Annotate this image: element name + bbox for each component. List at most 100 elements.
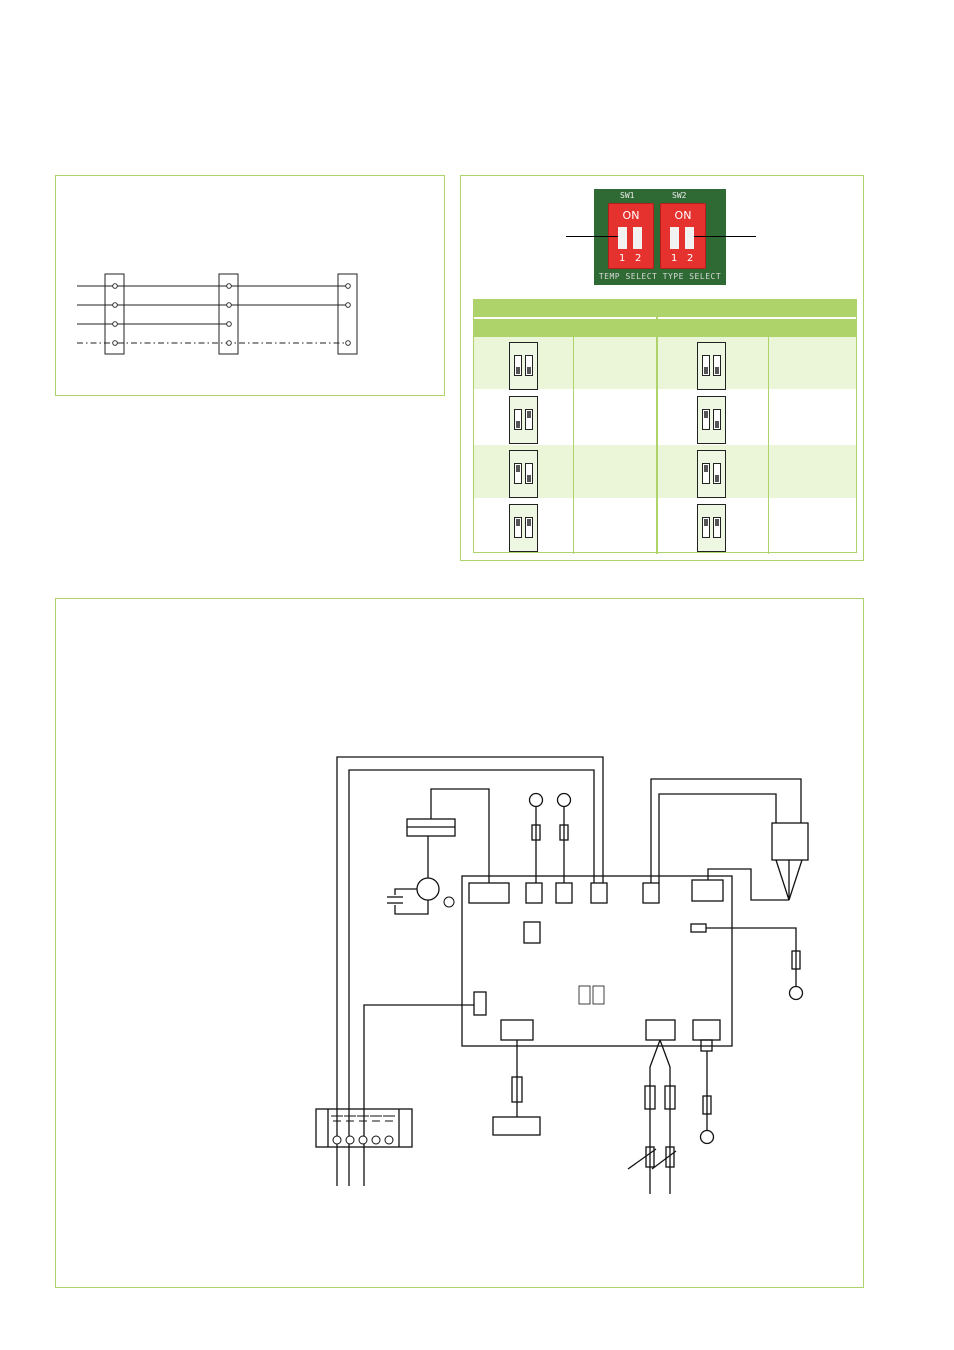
sw1-lever-1 xyxy=(618,227,627,249)
sw1-label: SW1 xyxy=(620,191,635,200)
pcb-component xyxy=(523,921,541,944)
sensor-right xyxy=(788,985,804,1001)
table-header-row-2 xyxy=(474,319,856,337)
connector-c xyxy=(590,882,608,904)
sw2-label: SW2 xyxy=(672,191,687,200)
dip-slot xyxy=(713,517,721,538)
sw1-pos1: 1 xyxy=(619,253,626,264)
dip-slot xyxy=(713,355,721,376)
connector-bottom-right xyxy=(692,1019,721,1041)
dip-knob xyxy=(704,367,708,374)
dip-slot xyxy=(514,409,522,430)
dip-setting-icon xyxy=(697,450,726,498)
dip-knob xyxy=(527,367,531,374)
dip-slot xyxy=(713,463,721,484)
electrical-schematic-panel xyxy=(55,598,864,1288)
dip-slot xyxy=(514,463,522,484)
sensor-top-1 xyxy=(528,792,544,808)
connector-b xyxy=(555,882,573,904)
connector-fan xyxy=(468,882,510,904)
sensor-top-1-connector xyxy=(531,824,541,841)
dip-knob xyxy=(715,367,719,374)
arrow-left-pointer xyxy=(566,236,618,237)
sensor-bottom-right xyxy=(699,1129,715,1145)
dip-setting-icon xyxy=(697,396,726,444)
dip-knob xyxy=(516,519,520,526)
dip-slot xyxy=(702,409,710,430)
dip-knob xyxy=(704,465,708,472)
dip-knob xyxy=(516,421,520,428)
terminal-block-2 xyxy=(218,273,239,355)
sw2-pos1: 1 xyxy=(671,253,678,264)
sw2-on-label: ON xyxy=(674,209,692,222)
dip-knob xyxy=(527,475,531,482)
dip-slot xyxy=(702,517,710,538)
dip-knob xyxy=(704,519,708,526)
thermistor-1-connector xyxy=(644,1085,656,1110)
dip-setting-icon xyxy=(509,504,538,552)
dip-knob xyxy=(715,475,719,482)
dip-slot xyxy=(525,409,533,430)
dip-setting-icon xyxy=(509,396,538,444)
louver-motor xyxy=(771,822,809,861)
table-divider-center xyxy=(656,300,658,554)
sensor-bottom-right-connector xyxy=(702,1095,712,1115)
thermistor-1 xyxy=(645,1146,655,1168)
connector-bottom-left xyxy=(500,1019,534,1041)
connector-louver xyxy=(691,879,724,902)
dip-knob xyxy=(715,421,719,428)
dip-knob xyxy=(516,465,520,472)
dip-switch-panel: SW1 ON 1 2 SW2 ON 1 2 TEMP SELECT TYPE S… xyxy=(460,175,864,561)
sensor-right-connector xyxy=(791,950,801,970)
dip-slot xyxy=(525,517,533,538)
dip-slot xyxy=(713,409,721,430)
dip-setting-icon xyxy=(697,342,726,390)
table-divider-left xyxy=(573,337,574,554)
connector-bottom-mid xyxy=(645,1019,676,1041)
terminal-block-3 xyxy=(337,273,358,355)
arrow-right-pointer xyxy=(694,236,756,237)
dip-knob xyxy=(516,367,520,374)
terminal-wiring-diagram xyxy=(77,273,358,355)
dip-slot xyxy=(514,517,522,538)
dip-setting-table xyxy=(473,299,857,554)
sw2-pos2: 2 xyxy=(687,253,694,264)
power-terminal-block xyxy=(315,1108,413,1148)
terminal-block-1 xyxy=(104,273,125,355)
sw1-on-label: ON xyxy=(622,209,640,222)
dip-knob xyxy=(715,519,719,526)
wiring-connection-panel xyxy=(55,175,445,396)
ground-icon xyxy=(443,896,455,908)
thermistor-2-connector xyxy=(664,1085,676,1110)
connector-a xyxy=(525,882,543,904)
dip-knob xyxy=(527,411,531,418)
pcb-small-connector xyxy=(690,923,707,933)
main-pcb-board xyxy=(461,875,733,1047)
sw2-lever-1 xyxy=(670,227,679,249)
connector-d xyxy=(642,882,660,904)
bottom-left-component xyxy=(492,1116,541,1136)
sw1-pos2: 2 xyxy=(635,253,642,264)
fan-motor-symbol xyxy=(416,877,440,901)
thermistor-2 xyxy=(665,1146,675,1168)
dip-setting-icon xyxy=(509,450,538,498)
sensor-top-2 xyxy=(556,792,572,808)
dip-slot xyxy=(514,355,522,376)
dip-knob xyxy=(527,519,531,526)
wiring-schematic xyxy=(315,756,809,1194)
dip-slot xyxy=(525,355,533,376)
dip-slot xyxy=(525,463,533,484)
table-divider-right xyxy=(768,319,769,554)
dip-slot xyxy=(702,463,710,484)
sensor-top-2-connector xyxy=(559,824,569,841)
dip-slot xyxy=(702,355,710,376)
dip-setting-icon xyxy=(697,504,726,552)
dip-knob xyxy=(704,411,708,418)
sw2-lever-2 xyxy=(685,227,694,249)
bottom-left-connector xyxy=(511,1076,523,1103)
table-header-row-1 xyxy=(474,300,856,317)
board-silkscreen-text: TEMP SELECT TYPE SELECT xyxy=(598,272,722,281)
sw1-lever-2 xyxy=(633,227,642,249)
dip-setting-icon xyxy=(509,342,538,390)
connector-side xyxy=(473,991,487,1016)
